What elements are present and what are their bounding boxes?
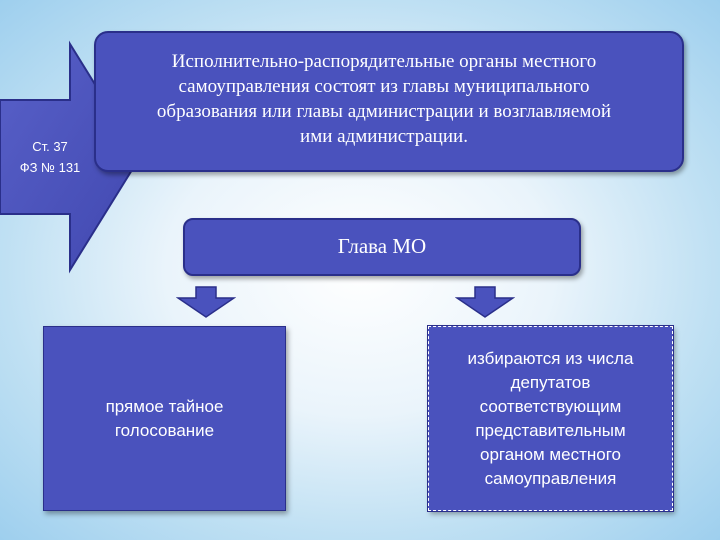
head-of-municipality-box: Глава МО <box>183 218 581 276</box>
law-number: ФЗ № 131 <box>19 160 81 175</box>
direct-election-text: прямое тайное голосование <box>105 396 224 440</box>
article-reference: Ст. 37 ФЗ № 131 <box>8 136 92 178</box>
direct-election-box: прямое тайное голосование <box>43 326 286 511</box>
executive-bodies-text: Исполнительно-распорядительные органы ме… <box>156 51 612 147</box>
down-arrow-icon-left <box>176 286 236 318</box>
head-of-municipality-label: Глава МО <box>337 234 427 258</box>
council-election-text: избираются из числа депутатов соответств… <box>467 348 634 488</box>
article-number: Ст. 37 <box>32 139 68 154</box>
executive-bodies-box: Исполнительно-распорядительные органы ме… <box>94 31 684 172</box>
council-election-box: избираются из числа депутатов соответств… <box>427 325 674 512</box>
down-arrow-icon-right <box>455 286 515 318</box>
